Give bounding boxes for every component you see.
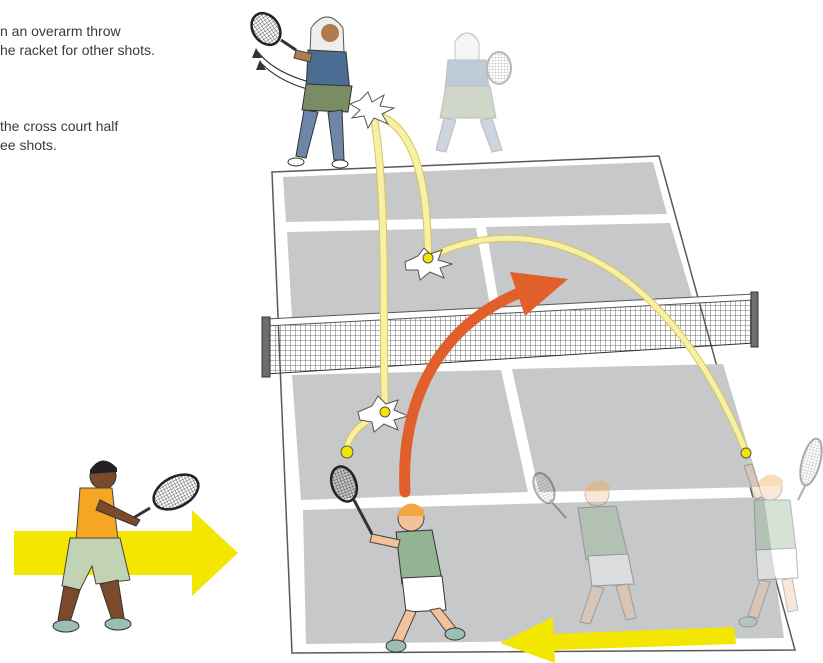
tennis-ball-icon: [380, 407, 390, 417]
player-left-moving: [14, 460, 238, 632]
tennis-racket-icon: [796, 436, 823, 487]
tennis-ball-icon: [423, 253, 433, 263]
faded-player-far: [436, 33, 511, 152]
tennis-ball-icon: [341, 446, 353, 458]
tennis-ball-icon: [741, 448, 751, 458]
net-post-right: [751, 292, 758, 347]
tennis-court: [272, 156, 795, 653]
movement-arrow-icon: [14, 510, 238, 596]
net-post-left: [262, 317, 270, 377]
player-top-left: [246, 8, 352, 168]
tennis-racket-icon: [148, 467, 204, 516]
court-near-right-service: [512, 364, 760, 492]
tennis-racket-icon: [246, 8, 287, 51]
